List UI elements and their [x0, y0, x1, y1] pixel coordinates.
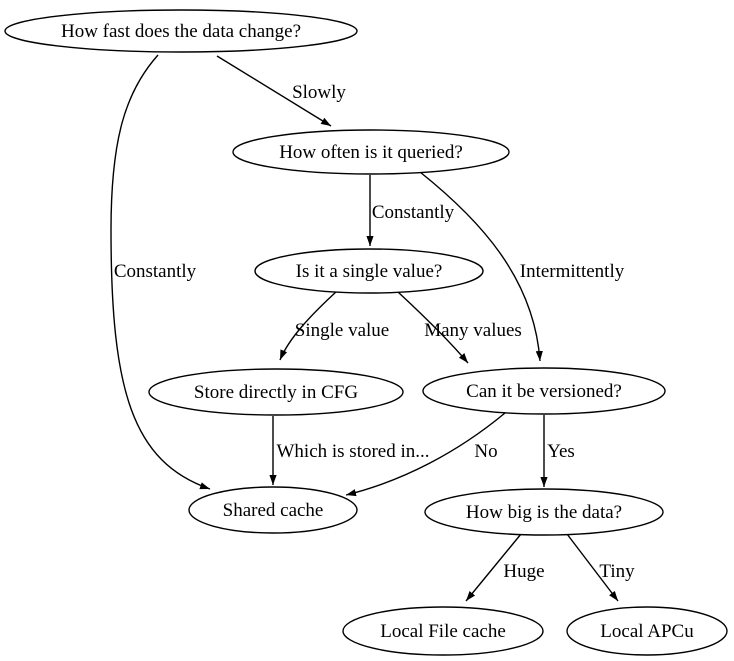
- edge-intermittently-arrow: [419, 171, 543, 362]
- node-versioned-ellipse: [422, 367, 666, 415]
- node-shared-cache-label: Shared cache: [223, 500, 324, 521]
- node-shared-cache-ellipse: [188, 486, 358, 534]
- edge-single-value-arrow: [279, 290, 338, 361]
- node-store-cfg-label: Store directly in CFG: [194, 382, 358, 403]
- node-single-value-ellipse: [254, 248, 484, 294]
- edge-label-many-values: Many values: [424, 320, 522, 341]
- edge-label-constantly-left: Constantly: [114, 261, 197, 282]
- edge-many-values-arrow: [397, 291, 469, 364]
- edge-huge-arrow: [465, 533, 522, 602]
- node-store-cfg: Store directly in CFG: [148, 368, 404, 416]
- edge-tiny-arrow: [566, 533, 619, 602]
- edge-label-tiny: Tiny: [599, 561, 635, 582]
- edge-label-no: No: [474, 441, 497, 462]
- node-how-often-label: How often is it queried?: [279, 142, 463, 163]
- edge-label-constantly-mid: Constantly: [372, 202, 455, 223]
- node-group: How fast does the data change? How often…: [4, 9, 728, 656]
- node-how-fast-label: How fast does the data change?: [61, 21, 301, 42]
- node-local-apcu-ellipse: [566, 606, 728, 656]
- edge-label-intermittently: Intermittently: [520, 261, 625, 282]
- node-how-fast-ellipse: [4, 9, 358, 53]
- node-how-big-ellipse: [424, 488, 664, 536]
- node-single-value-label: Is it a single value?: [296, 261, 443, 282]
- node-single-value: Is it a single value?: [254, 248, 484, 294]
- node-shared-cache: Shared cache: [188, 486, 358, 534]
- node-how-fast: How fast does the data change?: [4, 9, 358, 53]
- node-how-big: How big is the data?: [424, 488, 664, 536]
- node-how-often-ellipse: [232, 129, 510, 175]
- edge-label-huge: Huge: [503, 561, 544, 582]
- node-local-apcu-label: Local APCu: [600, 621, 694, 642]
- edge-constantly-left-arrow: [110, 54, 211, 490]
- edge-label-group: Slowly Constantly Constantly Intermitten…: [114, 82, 635, 582]
- edge-label-single-value: Single value: [295, 320, 389, 341]
- node-local-file-ellipse: [342, 606, 544, 656]
- node-versioned-label: Can it be versioned?: [466, 381, 622, 402]
- node-local-file-label: Local File cache: [380, 621, 506, 642]
- node-local-file: Local File cache: [342, 606, 544, 656]
- edge-label-slowly: Slowly: [292, 82, 346, 103]
- node-how-often: How often is it queried?: [232, 129, 510, 175]
- node-store-cfg-ellipse: [148, 368, 404, 416]
- edge-no-arrow: [345, 412, 506, 497]
- node-versioned: Can it be versioned?: [422, 367, 666, 415]
- edge-label-yes: Yes: [547, 441, 575, 462]
- edge-group: [110, 54, 619, 602]
- node-local-apcu: Local APCu: [566, 606, 728, 656]
- edge-slowly-arrow: [216, 55, 332, 127]
- edge-label-which-stored: Which is stored in...: [276, 441, 429, 462]
- node-how-big-label: How big is the data?: [466, 502, 622, 523]
